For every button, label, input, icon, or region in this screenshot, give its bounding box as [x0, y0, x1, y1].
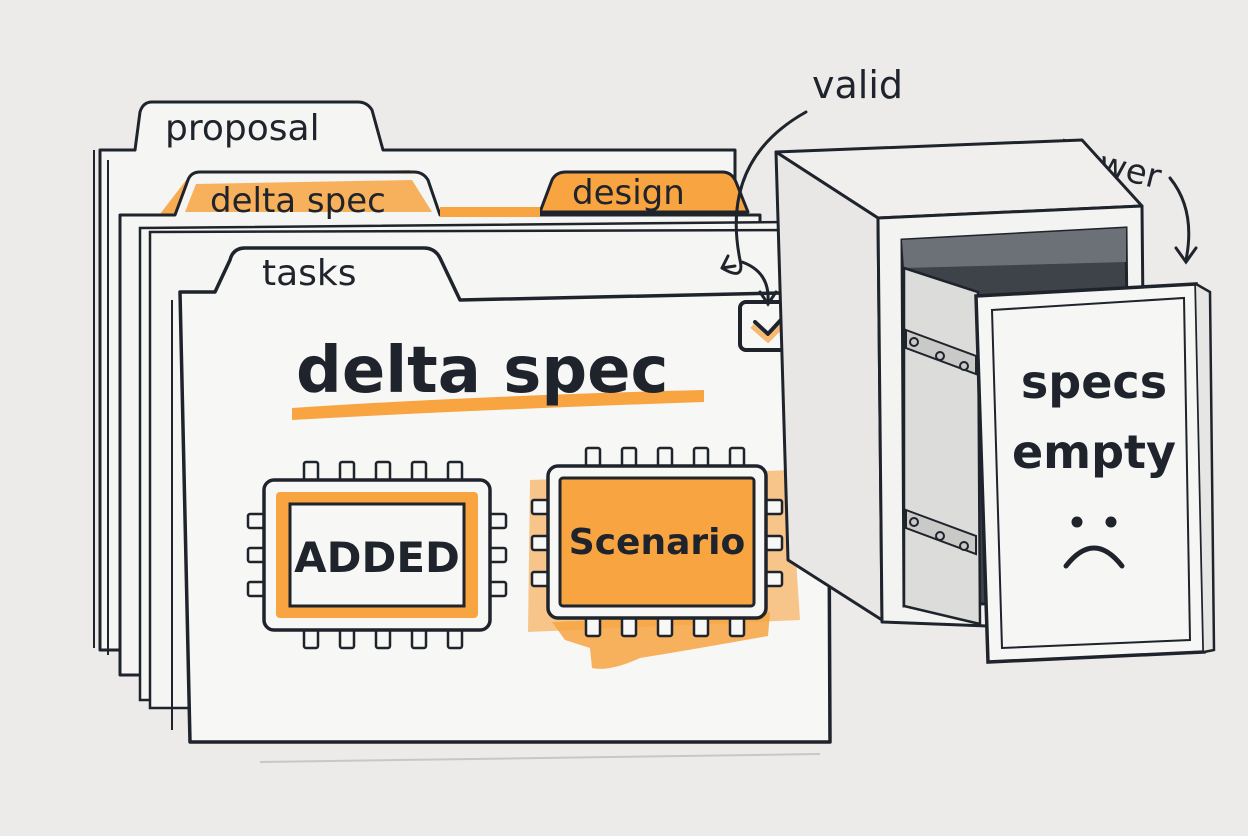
scenario-chip [528, 446, 800, 669]
title-underline [292, 390, 704, 420]
added-chip [246, 460, 508, 650]
tasks-tab-label: tasks [262, 253, 357, 294]
valid-annotation: valid [812, 63, 903, 107]
drawer-label-empty: empty [1012, 425, 1176, 479]
proposal-tab-label: proposal [165, 108, 320, 149]
valid-arrow [720, 110, 808, 275]
open-drawer[interactable] [900, 226, 1216, 664]
drawer-label-specs: specs [1021, 355, 1167, 409]
check-arrow [740, 260, 770, 304]
design-tab-label: design [572, 173, 685, 213]
drawer-slides [905, 328, 977, 556]
delta-spec-tab-label: delta spec [210, 181, 386, 221]
added-chip-label: ADDED [294, 533, 460, 582]
ground-line [259, 753, 821, 763]
front-folder-title: delta spec [296, 334, 668, 408]
sad-face-icon [1063, 516, 1125, 569]
scenario-chip-label: Scenario [569, 522, 745, 563]
drawer-arrow [1168, 176, 1191, 262]
